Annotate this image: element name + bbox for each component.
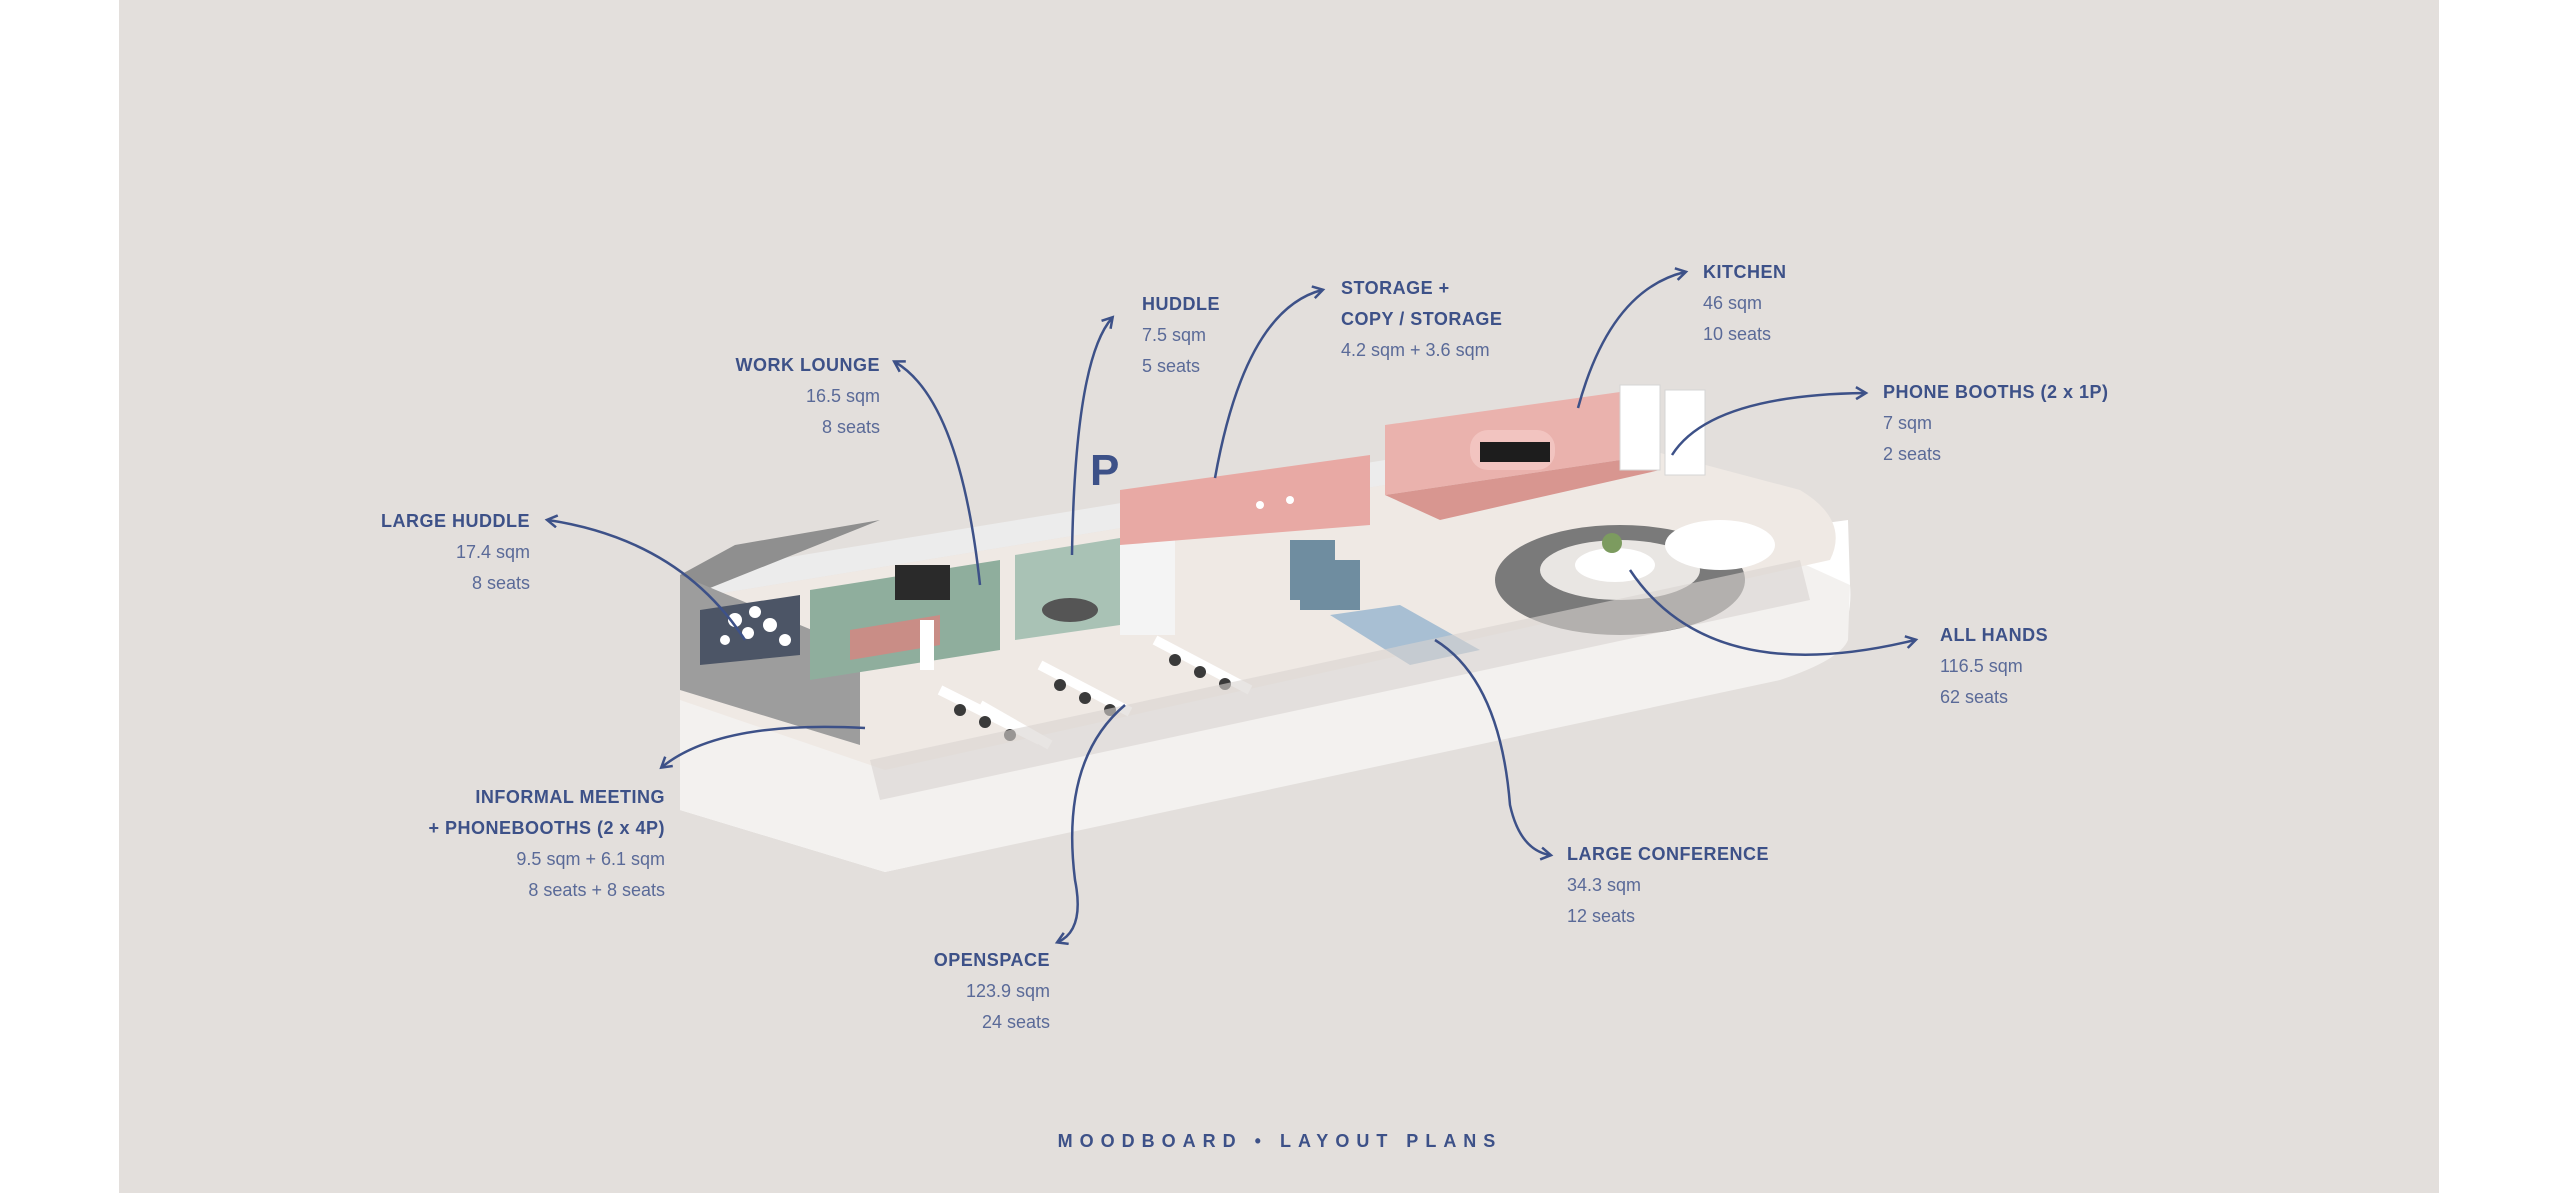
storage-name-line1: STORAGE + xyxy=(1341,278,1450,298)
storage-area: 4.2 sqm + 3.6 sqm xyxy=(1341,340,1490,360)
huddle-area: 7.5 sqm xyxy=(1142,325,1207,345)
arrow-informal xyxy=(662,725,866,767)
large-huddle-area: 17.4 sqm xyxy=(455,542,530,562)
huddle-name: HUDDLE xyxy=(1142,294,1220,314)
work-lounge-name: WORK LOUNGE xyxy=(735,355,880,375)
label-work-lounge: WORK LOUNGE 16.5 sqm 8 seats xyxy=(660,350,881,443)
large-conference-area: 34.3 sqm xyxy=(1567,875,1642,895)
arrow-phone-booths xyxy=(1670,393,1865,456)
kitchen-seats: 10 seats xyxy=(1703,324,1772,344)
informal-meeting-area: 9.5 sqm + 6.1 sqm xyxy=(516,849,665,869)
phone-booths-area: 7 sqm xyxy=(1883,413,1933,433)
informal-meeting-name-line1: INFORMAL MEETING xyxy=(475,787,665,807)
storage-name-line2: COPY / STORAGE xyxy=(1341,309,1503,329)
arrow-all-hands xyxy=(1628,569,1915,656)
large-huddle-seats: 8 seats xyxy=(471,573,530,593)
informal-meeting-name-line2: + PHONEBOOTHS (2 x 4P) xyxy=(428,818,665,838)
work-lounge-seats: 8 seats xyxy=(821,417,880,437)
label-informal-meeting: INFORMAL MEETING + PHONEBOOTHS (2 x 4P) … xyxy=(365,782,665,906)
phone-booths-seats: 2 seats xyxy=(1883,444,1942,464)
arrow-openspace xyxy=(1058,704,1126,942)
openspace-area: 123.9 sqm xyxy=(965,981,1050,1001)
leader-arrows xyxy=(548,272,1915,942)
huddle-room xyxy=(1015,535,1175,640)
work-lounge-room xyxy=(810,560,1000,680)
large-conference-seats: 12 seats xyxy=(1567,906,1636,926)
large-conference-name: LARGE CONFERENCE xyxy=(1567,844,1770,864)
office-floor xyxy=(680,445,1836,770)
arrow-work-lounge xyxy=(895,362,982,586)
arrow-conference xyxy=(1434,638,1550,855)
kitchen-area: 46 sqm xyxy=(1703,293,1763,313)
all-hands-area: 116.5 sqm xyxy=(1940,656,2023,676)
kitchen-name: KITCHEN xyxy=(1703,262,1787,282)
arrow-large-huddle xyxy=(548,520,747,641)
phone-booths xyxy=(1619,384,1706,476)
label-kitchen: KITCHEN 46 sqm 10 seats xyxy=(1703,257,1903,350)
arrow-kitchen xyxy=(1576,272,1685,409)
label-large-conference: LARGE CONFERENCE 34.3 sqm 12 seats xyxy=(1567,839,1807,932)
label-storage: STORAGE + COPY / STORAGE 4.2 sqm + 3.6 s… xyxy=(1341,273,1601,366)
label-openspace: OPENSPACE 123.9 sqm 24 seats xyxy=(850,945,1050,1038)
label-all-hands: ALL HANDS 116.5 sqm 62 seats xyxy=(1940,620,2140,713)
glass-facade xyxy=(870,560,1810,800)
footer-title: MOODBOARD • LAYOUT PLANS xyxy=(1057,1131,1503,1151)
work-lounge-area: 16.5 sqm xyxy=(805,386,880,406)
huddle-seats: 5 seats xyxy=(1142,356,1201,376)
kitchen-area xyxy=(1385,392,1660,520)
all-hands-name: ALL HANDS xyxy=(1940,625,2049,645)
arrow-storage xyxy=(1213,290,1322,479)
logo-letter: P xyxy=(1090,446,1119,495)
openspace-name: OPENSPACE xyxy=(933,950,1050,970)
label-huddle: HUDDLE 7.5 sqm 5 seats xyxy=(1142,289,1342,382)
informal-meeting-seats: 8 seats + 8 seats xyxy=(528,880,665,900)
label-phone-booths: PHONE BOOTHS (2 x 1P) 7 sqm 2 seats xyxy=(1883,377,2143,470)
left-dark-wall xyxy=(680,520,880,600)
phone-booths-name: PHONE BOOTHS (2 x 1P) xyxy=(1883,382,2109,402)
all-hands-seats: 62 seats xyxy=(1940,687,2009,707)
openspace-seats: 24 seats xyxy=(981,1012,1050,1032)
large-huddle-name: LARGE HUDDLE xyxy=(381,511,530,531)
label-large-huddle: LARGE HUDDLE 17.4 sqm 8 seats xyxy=(330,506,530,599)
arrow-huddle xyxy=(1070,318,1112,556)
